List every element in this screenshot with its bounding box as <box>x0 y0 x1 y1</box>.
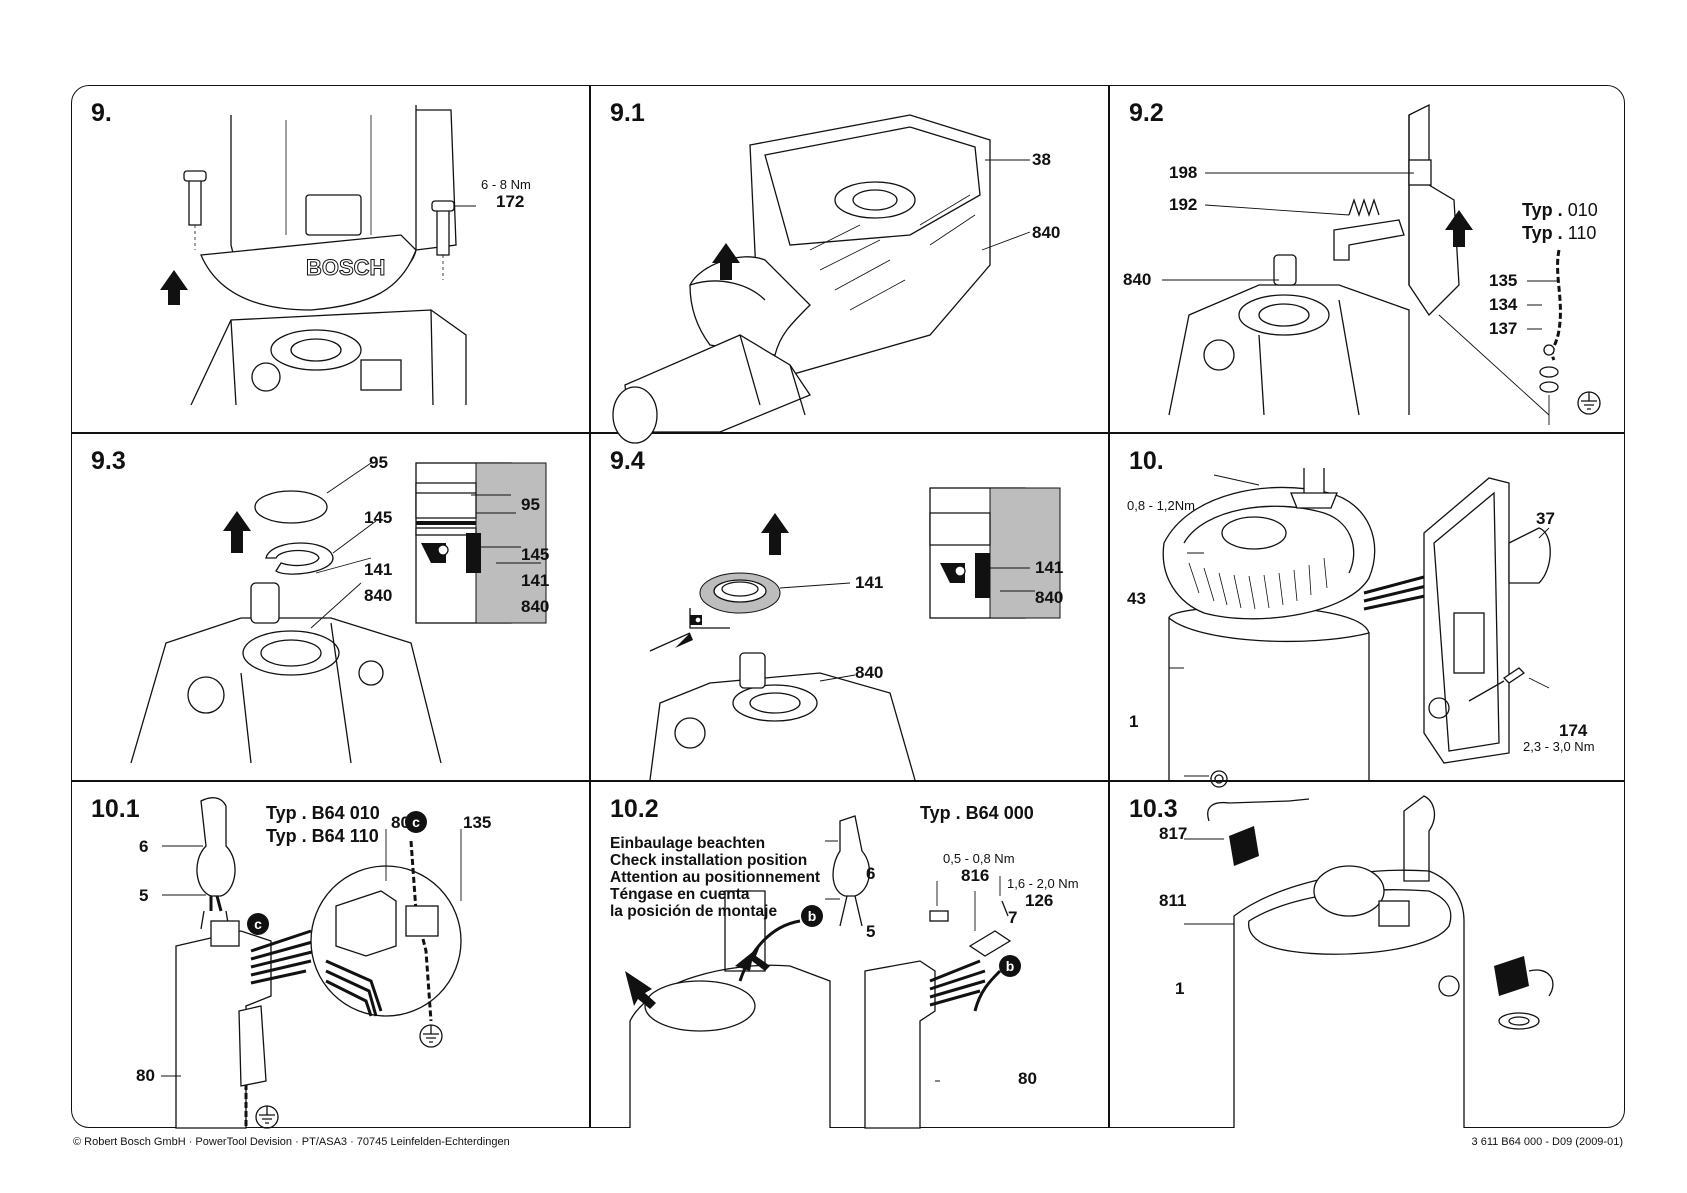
part-label-95: 95 <box>369 453 388 472</box>
panel-9-3: 9.3 95 145 141 840 95 145 141 840 <box>71 433 589 780</box>
footer-copyright: © Robert Bosch GmbH · PowerTool Devision… <box>73 1136 510 1148</box>
typ-b64-010: Typ . B64 010 <box>266 803 380 823</box>
illustration-10-3 <box>1184 770 1554 1128</box>
part-label-174: 174 <box>1559 721 1588 740</box>
grid-vline-2 <box>1108 85 1110 1128</box>
torque-label-126: 1,6 - 2,0 Nm <box>1007 876 1079 891</box>
note-line: Téngase en cuenta <box>610 886 750 903</box>
part-label-137: 137 <box>1489 319 1518 338</box>
typ-110: Typ . 110 <box>1522 223 1597 243</box>
panel-9-1: 9.1 38 840 <box>590 85 1108 444</box>
part-label-1: 1 <box>1175 979 1185 998</box>
part-label-126: 126 <box>1025 891 1054 910</box>
part-label-172: 172 <box>496 192 525 211</box>
part-label-840: 840 <box>364 586 393 605</box>
panel-title: 10.2 <box>610 795 659 823</box>
panel-10-3: 10.3 817 811 1 <box>1109 770 1625 1128</box>
detail-label-95: 95 <box>521 495 540 514</box>
panel-9: BOSCH 9. 6 - 8 Nm 172 <box>71 85 589 432</box>
part-label-840: 840 <box>1123 270 1152 289</box>
panel-title: 9.4 <box>610 447 645 475</box>
part-label-840: 840 <box>855 663 884 682</box>
illustration-10-2: b b <box>625 815 1021 1129</box>
panel-title: 10. <box>1129 447 1164 475</box>
detail-label-840: 840 <box>1035 588 1064 607</box>
installation-notes: Einbaulage beachten Check installation p… <box>610 835 820 920</box>
note-line: Check installation position <box>610 852 808 869</box>
part-label-6: 6 <box>866 864 876 883</box>
illustration-9-1 <box>612 114 1031 444</box>
note-line: la posición de montaje <box>610 903 778 920</box>
svg-text:BOSCH: BOSCH <box>306 255 385 280</box>
panel-title: 10.1 <box>91 795 140 823</box>
part-label-135: 135 <box>463 813 492 832</box>
part-label-141: 141 <box>364 560 393 579</box>
panel-10: 10. 0,8 - 1,2Nm 37 43 1 174 2,3 - 3,0 Nm <box>1109 433 1625 780</box>
detail-label-141: 141 <box>1035 558 1064 577</box>
typ-010: Typ . 010 <box>1522 200 1598 220</box>
panel-10-2: b b 10.2 Einbaulage beachten Check insta… <box>590 781 1108 1129</box>
part-label-817: 817 <box>1159 824 1188 843</box>
panel-10-1: c c 10.1 Typ . B64 010 Typ . B64 110 6 5… <box>71 781 589 1129</box>
grid-hline-1 <box>71 432 1625 434</box>
part-label-80: 80 <box>391 813 410 832</box>
torque-label-816: 0,5 - 0,8 Nm <box>943 851 1015 866</box>
part-label-134: 134 <box>1489 295 1518 314</box>
part-label-43: 43 <box>1127 589 1146 608</box>
illustration-10-1: c c <box>161 797 462 1129</box>
detail-label-141: 141 <box>521 571 550 590</box>
part-label-811: 811 <box>1159 891 1187 910</box>
panel-title: 9.3 <box>91 447 126 475</box>
part-label-5: 5 <box>139 886 149 905</box>
part-label-840: 840 <box>1032 223 1061 242</box>
note-line: Attention au positionnement <box>610 869 821 886</box>
illustration-9-3 <box>130 462 547 764</box>
part-label-198: 198 <box>1169 163 1198 182</box>
part-label-816: 816 <box>961 866 990 885</box>
marker-b-icon: b <box>808 908 817 924</box>
part-label-135: 135 <box>1489 271 1518 290</box>
torque-label: 6 - 8 Nm <box>481 177 531 192</box>
detail-label-145: 145 <box>521 545 550 564</box>
part-label-7: 7 <box>1008 908 1018 927</box>
part-label-80-lower: 80 <box>136 1066 155 1085</box>
part-label-5: 5 <box>866 922 876 941</box>
typ-b64-000: Typ . B64 000 <box>920 803 1034 823</box>
part-label-1: 1 <box>1129 712 1139 731</box>
illustration-9: BOSCH <box>160 105 476 406</box>
panel-title: 9.1 <box>610 99 645 127</box>
torque-label: 0,8 - 1,2Nm <box>1127 498 1195 513</box>
detail-label-840: 840 <box>521 597 550 616</box>
panel-title: 9.2 <box>1129 99 1164 127</box>
torque-label-174: 2,3 - 3,0 Nm <box>1523 739 1595 754</box>
illustration-10 <box>1162 468 1551 780</box>
illustration-9-4 <box>649 487 1061 781</box>
svg-text:b: b <box>1006 958 1015 974</box>
marker-c-icon: c <box>254 916 262 932</box>
footer-doc-number: 3 611 B64 000 - D09 (2009-01) <box>1471 1136 1623 1148</box>
illustration-9-2 <box>1162 103 1601 425</box>
part-label-80: 80 <box>1018 1069 1037 1088</box>
note-line: Einbaulage beachten <box>610 835 766 852</box>
part-label-192: 192 <box>1169 195 1198 214</box>
part-label-6: 6 <box>139 837 149 856</box>
grid-hline-2 <box>71 780 1625 782</box>
panel-9-4: 9.4 141 840 141 840 <box>590 433 1108 781</box>
grid-vline-1 <box>589 85 591 1128</box>
part-label-145: 145 <box>364 508 393 527</box>
part-label-38: 38 <box>1032 150 1051 169</box>
panel-9-2: 9.2 198 192 840 Typ . 010 Typ . 110 135 … <box>1109 85 1625 432</box>
typ-b64-110: Typ . B64 110 <box>266 826 379 846</box>
panel-title: 9. <box>91 99 112 127</box>
outer-frame <box>71 85 1625 1128</box>
panel-title: 10.3 <box>1129 795 1178 823</box>
part-label-141: 141 <box>855 573 884 592</box>
part-label-37: 37 <box>1536 509 1555 528</box>
svg-text:c: c <box>412 814 420 830</box>
